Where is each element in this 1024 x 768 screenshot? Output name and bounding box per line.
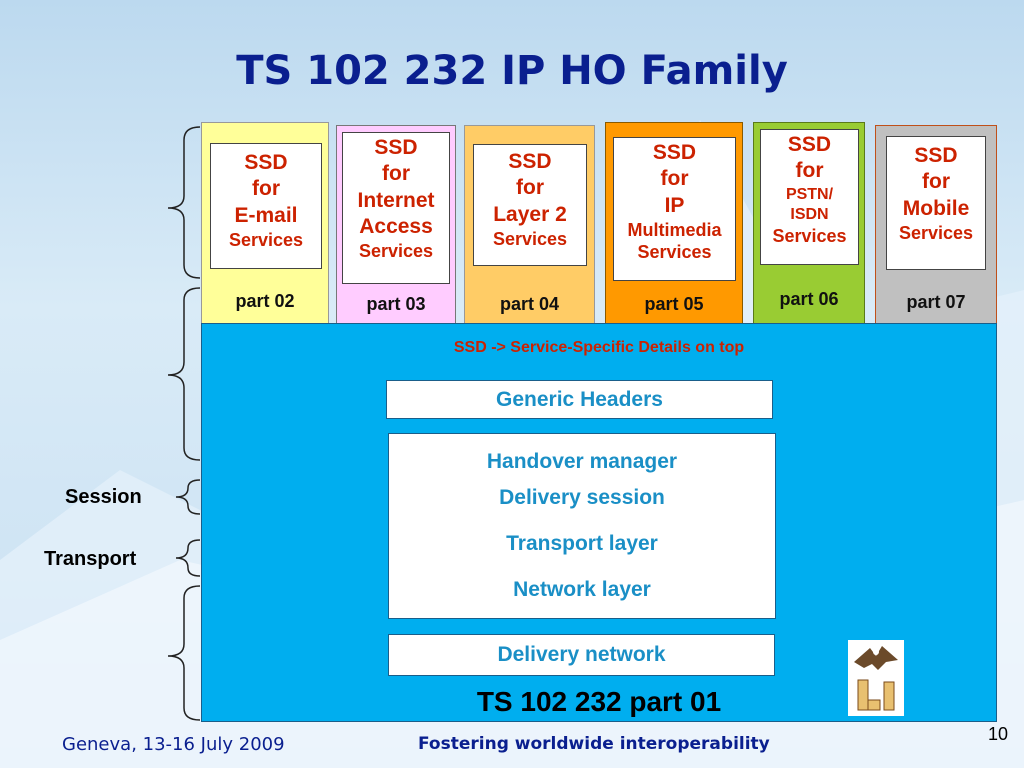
delivery-session-label: Delivery session xyxy=(499,486,665,509)
ssd-line: SSD xyxy=(508,150,552,173)
transport-label: Transport xyxy=(44,548,137,570)
ssd-line: Internet xyxy=(357,188,435,212)
ssd-line: Services xyxy=(492,228,568,249)
ssd-line: Services xyxy=(637,242,712,263)
ssd-line: for xyxy=(382,162,410,186)
brace-session xyxy=(175,479,201,515)
ssd-box: SSD for E-mail Services xyxy=(210,143,322,269)
ssd-line: SSD xyxy=(787,133,832,156)
card-part-05: SSD for IP Multimedia Services part 05 xyxy=(605,122,743,325)
ssd-line: for xyxy=(795,159,824,183)
page-title: TS 102 232 IP HO Family xyxy=(236,48,788,94)
ssd-line: for xyxy=(252,177,280,201)
handover-manager-label: Handover manager xyxy=(486,450,678,473)
session-label: Session xyxy=(65,486,142,508)
ssd-line: for xyxy=(922,170,950,194)
ssd-line: IP xyxy=(664,193,685,217)
ssd-line: Services xyxy=(358,241,434,261)
ssd-line: Services xyxy=(772,225,847,246)
ssd-line: PSTN/ xyxy=(785,185,834,203)
network-layer-label: Network layer xyxy=(513,578,651,601)
brace-network xyxy=(167,585,201,721)
ssd-line: ISDN xyxy=(790,205,829,223)
ssd-line: SSD xyxy=(914,144,958,167)
part-label: part 04 xyxy=(499,294,560,314)
part-label: part 05 xyxy=(644,294,704,314)
ssd-box: SSD for Internet Access Services xyxy=(342,132,450,284)
card-part-07: SSD for Mobile Services part 07 xyxy=(875,125,997,325)
part-label: part 02 xyxy=(235,291,295,311)
card-part-06: SSD for PSTN/ ISDN Services part 06 xyxy=(753,122,865,325)
ssd-line: for xyxy=(516,176,544,200)
ssd-line: for xyxy=(660,167,689,191)
part-label: part 03 xyxy=(366,294,426,314)
delivery-network-label: Delivery network xyxy=(497,643,666,666)
card-part-04: SSD for Layer 2 Services part 04 xyxy=(464,125,595,325)
brace-transport xyxy=(175,539,201,577)
delivery-network-box: Delivery network xyxy=(388,634,775,676)
transport-layer-label: Transport layer xyxy=(506,532,658,555)
ssd-line: E-mail xyxy=(234,203,298,227)
ssd-line: Services xyxy=(898,222,974,243)
generic-headers-label: Generic Headers xyxy=(496,388,663,411)
eagle-logo xyxy=(848,640,904,716)
generic-headers-box: Generic Headers xyxy=(386,380,773,419)
ssd-line: Mobile xyxy=(902,196,970,220)
ssd-line: Services xyxy=(228,229,304,250)
ssd-note: SSD -> Service-Specific Details on top xyxy=(453,339,745,356)
card-part-02: SSD for E-mail Services part 02 xyxy=(201,122,329,325)
part-label: part 06 xyxy=(779,289,839,309)
footer-location: Geneva, 13-16 July 2009 xyxy=(62,734,285,755)
brace-headers xyxy=(167,287,201,461)
ssd-box: SSD for PSTN/ ISDN Services xyxy=(760,129,859,265)
part-label: part 07 xyxy=(906,292,966,312)
footer-tagline: Fostering worldwide interoperability xyxy=(418,734,770,754)
brace-ssd xyxy=(167,126,201,279)
protocol-stack-box: Handover manager Delivery session Transp… xyxy=(388,433,776,619)
page-number: 10 xyxy=(988,724,1009,744)
ssd-line: SSD xyxy=(244,151,288,174)
ssd-line: SSD xyxy=(374,136,418,159)
ssd-box: SSD for IP Multimedia Services xyxy=(613,137,736,281)
ssd-line: Layer 2 xyxy=(493,202,567,226)
part-01-label: TS 102 232 part 01 xyxy=(476,686,722,717)
ssd-line: Multimedia xyxy=(627,219,722,240)
ssd-line: Access xyxy=(359,214,433,238)
ssd-line: SSD xyxy=(652,141,697,164)
eagle-icon xyxy=(854,646,898,711)
card-part-03: SSD for Internet Access Services part 03 xyxy=(336,125,456,325)
ssd-box: SSD for Mobile Services xyxy=(886,136,986,270)
ssd-box: SSD for Layer 2 Services xyxy=(473,144,587,266)
